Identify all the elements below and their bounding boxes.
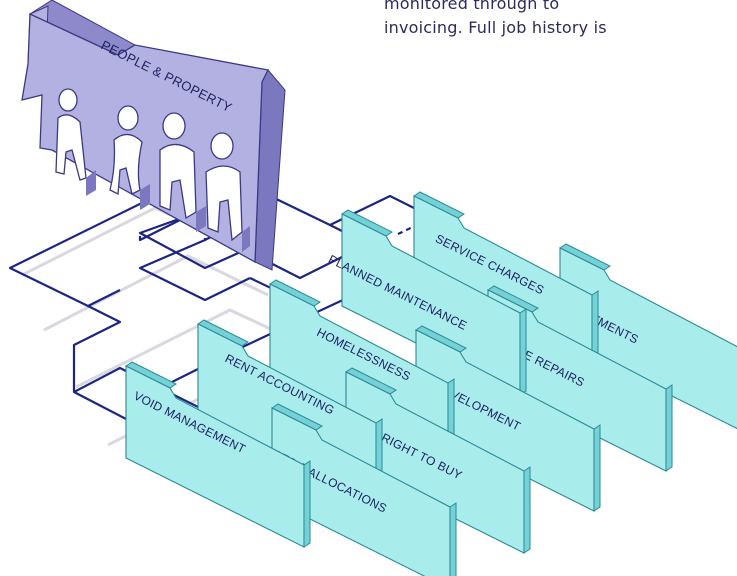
folder-edge <box>665 384 673 472</box>
caption-line-1: monitored through to <box>384 0 560 13</box>
folder-edge <box>303 460 311 548</box>
person-body-1 <box>55 114 87 181</box>
folder-edge <box>593 424 601 512</box>
person-body-2 <box>109 133 143 196</box>
folder-edge <box>523 466 531 554</box>
folder-edge <box>449 502 457 576</box>
person-body-3 <box>159 143 197 220</box>
person-head-4 <box>210 132 234 160</box>
folder-edge <box>519 308 527 396</box>
person-head-1 <box>58 88 78 112</box>
caption: monitored through to invoicing. Full job… <box>384 0 724 40</box>
folder-right-to-buy: RIGHT TO BUY <box>345 367 531 554</box>
caption-line-2: invoicing. Full job history is <box>384 18 607 37</box>
person-head-2 <box>117 105 139 131</box>
person-body-4 <box>205 165 243 242</box>
house-graphic: PEOPLE & PROPERTY <box>21 0 286 271</box>
person-head-3 <box>162 112 186 140</box>
folder-group: APPOINTMENTSSERVICE CHARGESRESPONSIVE RE… <box>125 191 737 576</box>
